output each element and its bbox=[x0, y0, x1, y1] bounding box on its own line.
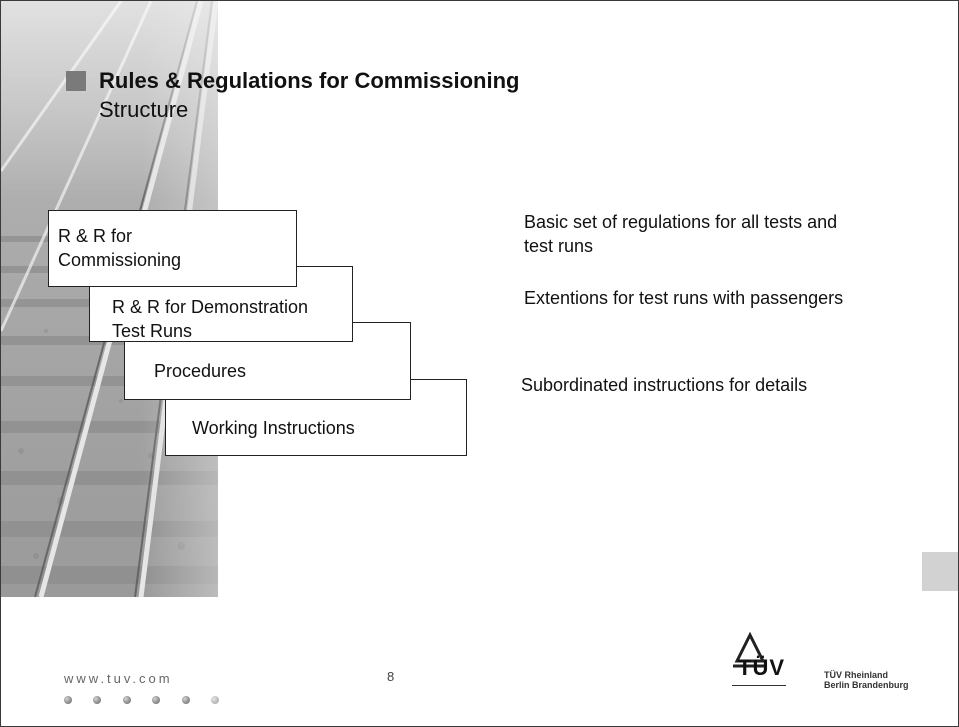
slide-subtitle: Structure bbox=[99, 97, 189, 122]
tuv-logo-underline bbox=[732, 685, 786, 686]
tuv-logo-text: TÜV bbox=[738, 655, 785, 680]
organization-line2: Berlin Brandenburg bbox=[824, 680, 909, 690]
organization-name: TÜV Rheinland Berlin Brandenburg bbox=[824, 670, 909, 690]
hierarchy-label-commissioning-1: R & R for bbox=[58, 226, 133, 246]
footer-dot bbox=[93, 696, 102, 704]
tuv-triangle-logo-icon bbox=[733, 631, 767, 668]
description-basic-line2: test runs bbox=[524, 236, 594, 256]
footer-dots bbox=[64, 691, 236, 709]
footer-dot bbox=[122, 696, 131, 704]
hierarchy-label-demonstration-1: R & R for Demonstration bbox=[112, 297, 309, 317]
hierarchy-box-commissioning: R & R for Commissioning bbox=[48, 210, 297, 287]
hierarchy-label-commissioning-2: Commissioning bbox=[58, 250, 182, 270]
page-number: 8 bbox=[387, 669, 395, 684]
description-basic-line1: Basic set of regulations for all tests a… bbox=[524, 212, 838, 232]
footer-url: www.tuv.com bbox=[64, 671, 173, 686]
footer-dot bbox=[152, 696, 161, 704]
slide-title: Rules & Regulations for Commissioning bbox=[99, 68, 520, 93]
footer-dot bbox=[211, 696, 220, 704]
hierarchy-label-procedures: Procedures bbox=[154, 361, 247, 381]
photo-fade-top bbox=[1, 1, 218, 201]
hierarchy-box-demonstration: R & R for Demonstration Test Runs bbox=[89, 266, 353, 342]
organization-line1: TÜV Rheinland bbox=[824, 670, 889, 680]
description-extentions: Extentions for test runs with passengers bbox=[524, 288, 844, 308]
footer-dot bbox=[181, 696, 190, 704]
hierarchy-label-working-instructions: Working Instructions bbox=[192, 418, 355, 438]
hierarchy-label-demonstration-2: Test Runs bbox=[112, 321, 193, 341]
side-grey-square bbox=[922, 552, 958, 591]
footer-dot bbox=[64, 696, 72, 704]
description-subordinated: Subordinated instructions for details bbox=[521, 375, 808, 395]
title-bullet-square bbox=[66, 71, 86, 91]
